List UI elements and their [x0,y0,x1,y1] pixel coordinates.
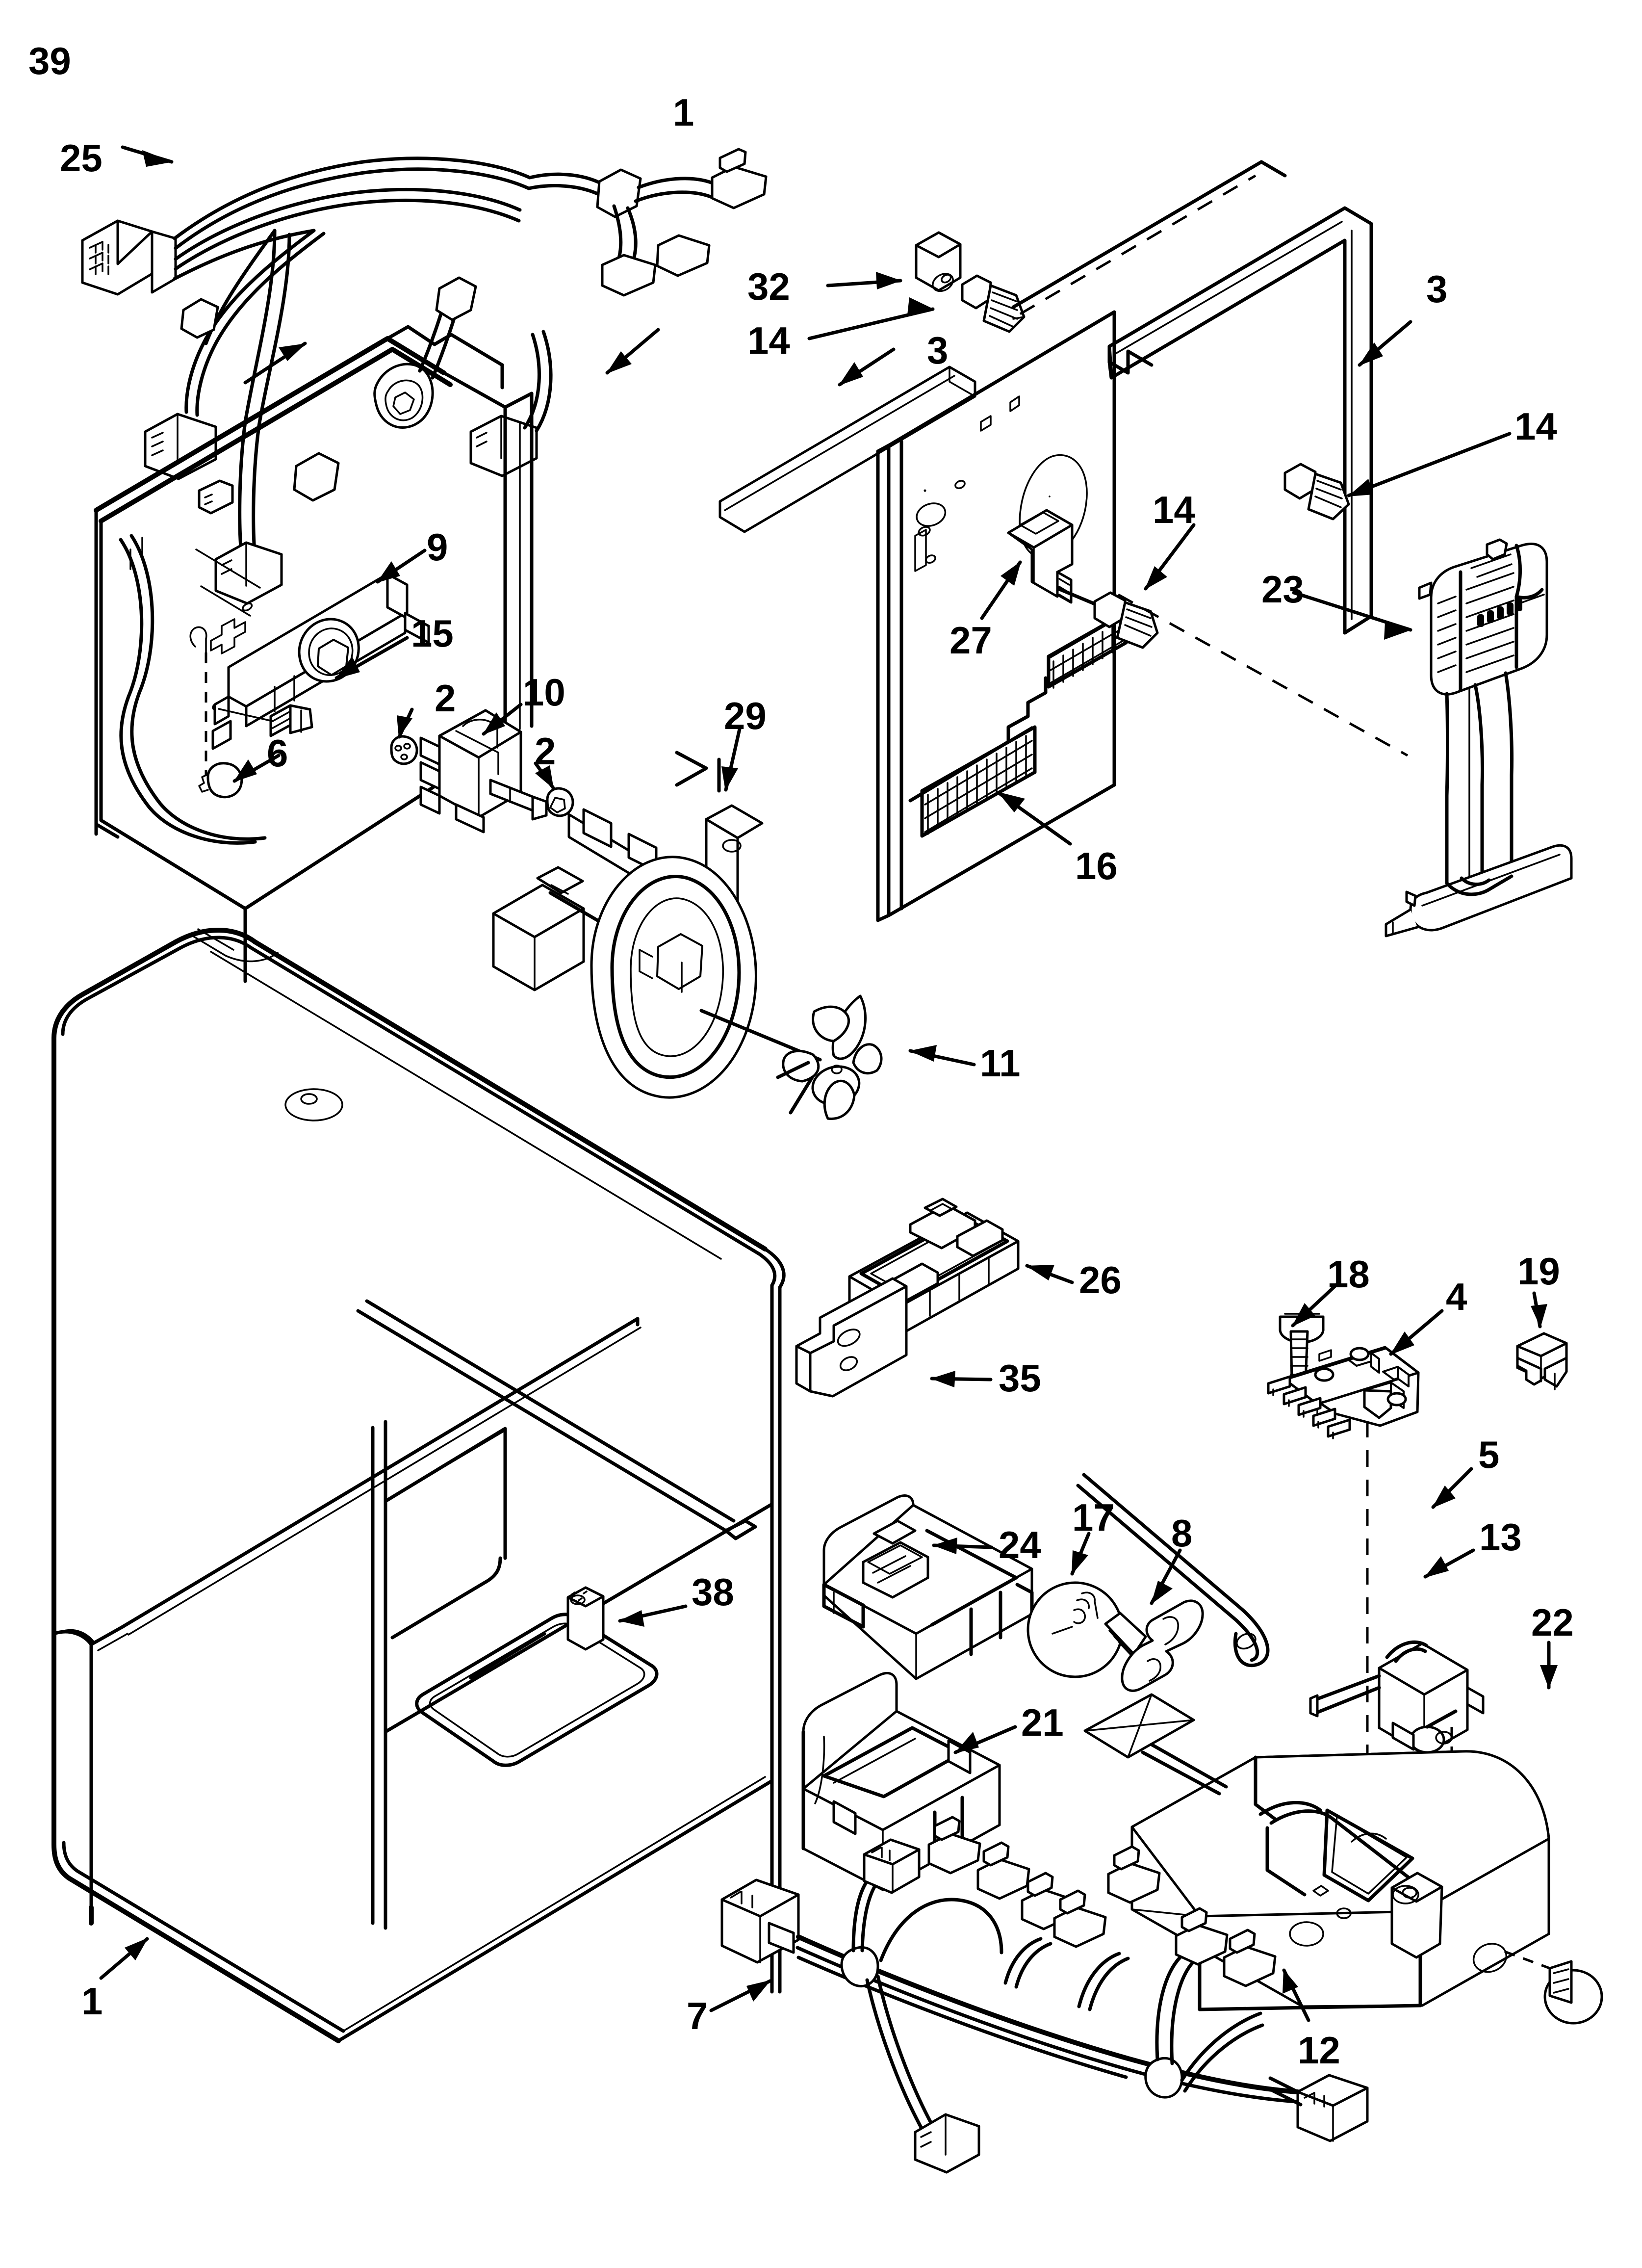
callout-21: 21 [1021,1701,1064,1744]
callout-2-a: 2 [435,677,456,720]
callout-leaders [99,145,1558,2022]
callout-14-c: 14 [1153,488,1195,531]
callout-25: 25 [60,136,103,180]
light-socket-graphic [211,573,430,750]
fan-blade-graphic [699,994,883,1120]
callout-8: 8 [1171,1512,1193,1555]
wire-clip-graphic [1121,1599,1204,1692]
callout-5: 5 [1478,1433,1500,1476]
control-board-graphic [1267,1346,1420,1772]
drain-tube-plug-graphic [566,1586,605,1651]
callout-13: 13 [1479,1515,1522,1559]
callout-7: 7 [687,1994,708,2037]
trim-breaker-graphic [718,160,1373,635]
spacer-screw-graphic [915,231,1026,492]
callout-19: 19 [1517,1250,1560,1293]
mounting-plate-graphic [795,1277,908,1398]
drain-tube-graphic [1076,1473,1270,1668]
callout-3-left: 3 [927,329,949,372]
callout-32: 32 [747,265,790,308]
callout-38: 38 [692,1570,734,1614]
callout-1-top: 1 [673,91,694,134]
plug-button-graphic [198,762,243,799]
callout-4: 4 [1446,1275,1467,1318]
defrost-timer-graphic [1309,1640,1485,1889]
callout-35: 35 [999,1356,1041,1400]
callout-3-right: 3 [1426,267,1448,311]
callout-23: 23 [1261,568,1304,611]
callout-2-b: 2 [535,730,556,773]
callout-11: 11 [980,1042,1021,1085]
callout-1-bottom: 1 [81,1980,103,2023]
callout-14-b: 14 [1514,405,1557,448]
callout-6: 6 [267,731,288,775]
callout-9: 9 [427,525,448,569]
callout-24: 24 [999,1523,1041,1566]
callout-27: 27 [949,619,992,662]
callout-15: 15 [411,612,454,655]
callout-29: 29 [724,694,767,737]
wire-harness-lower-graphic [720,1816,1369,2174]
drain-plug-cap-graphic [1504,1950,1603,2025]
callout-10: 10 [523,671,565,714]
wire-harness-upper-graphic [81,148,768,605]
callout-16: 16 [1075,844,1118,887]
cabinet-liner-graphic [51,325,786,2043]
callout-14-a: 14 [747,319,790,362]
callout-17: 17 [1072,1496,1115,1539]
callout-26: 26 [1079,1258,1122,1302]
callout-39: 39 [28,39,71,82]
bracket-clip-graphic [1007,509,1159,649]
screw-right-graphic [1117,463,1409,757]
drain-pan-graphic [1083,1693,1550,2011]
callout-18: 18 [1327,1252,1370,1296]
callout-12: 12 [1298,2029,1340,2072]
terminal-connector-graphic [1516,1332,1568,1390]
rear-panel-liner-graphic [876,310,1128,922]
callout-22: 22 [1531,1601,1574,1644]
fan-motor-bracket-graphic [492,751,764,1099]
air-duct-cover-graphic [1385,538,1573,938]
